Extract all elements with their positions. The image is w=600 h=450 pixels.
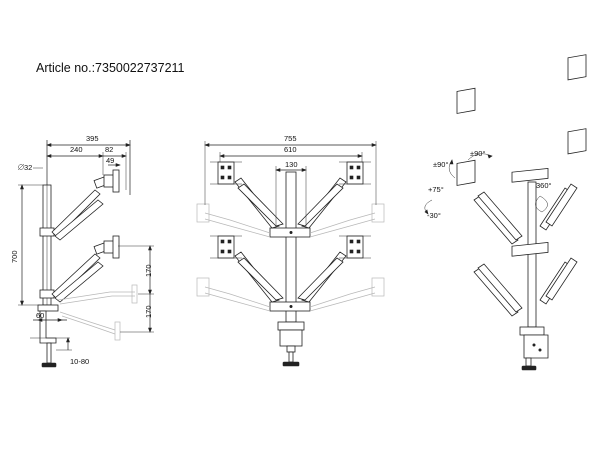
dim-755: 755 <box>284 134 297 143</box>
dim-49: 49 <box>106 156 114 165</box>
tilt-plate-upper-left <box>456 87 476 114</box>
vesa-lower-right <box>346 235 364 259</box>
upper-arm <box>51 189 101 238</box>
side-view: 395 240 82 49 32 700 170 170 <box>10 134 154 368</box>
lower-arm <box>51 253 101 300</box>
dim-60: 60 <box>36 311 44 320</box>
pole-front <box>285 171 297 323</box>
dim-170-upper: 170 <box>144 264 153 277</box>
dim-610: 610 <box>284 145 297 154</box>
vesa-upper-right <box>346 161 364 185</box>
tilt-plate-upper-right <box>567 54 587 81</box>
front-view: 755 610 130 <box>196 134 385 367</box>
dim-10-80: 10-80 <box>70 357 89 366</box>
dim-700: 700 <box>10 250 19 263</box>
angle-swivel-90: ±90° <box>470 149 485 158</box>
angle-minus-30: -30° <box>427 211 441 220</box>
dim-395: 395 <box>86 134 99 143</box>
dim-130: 130 <box>285 160 298 169</box>
article-number: Article no.:7350022737211 <box>36 61 185 75</box>
angle-plus-75: +75° <box>428 185 444 194</box>
dim-170-lower: 170 <box>144 305 153 318</box>
angle-360: 360° <box>536 181 552 190</box>
angle-tilt-90: ±90° <box>433 160 448 169</box>
perspective-view: ±90° ±90° +75° -30° 360° <box>424 54 587 371</box>
upper-vesa-plate <box>112 169 120 193</box>
vesa-lower-left <box>217 235 235 259</box>
lower-vesa-plate <box>112 235 120 259</box>
vesa-upper-left <box>217 161 235 185</box>
dim-240: 240 <box>70 145 83 154</box>
dim-32: 32 <box>24 163 32 172</box>
dim-82: 82 <box>105 145 113 154</box>
